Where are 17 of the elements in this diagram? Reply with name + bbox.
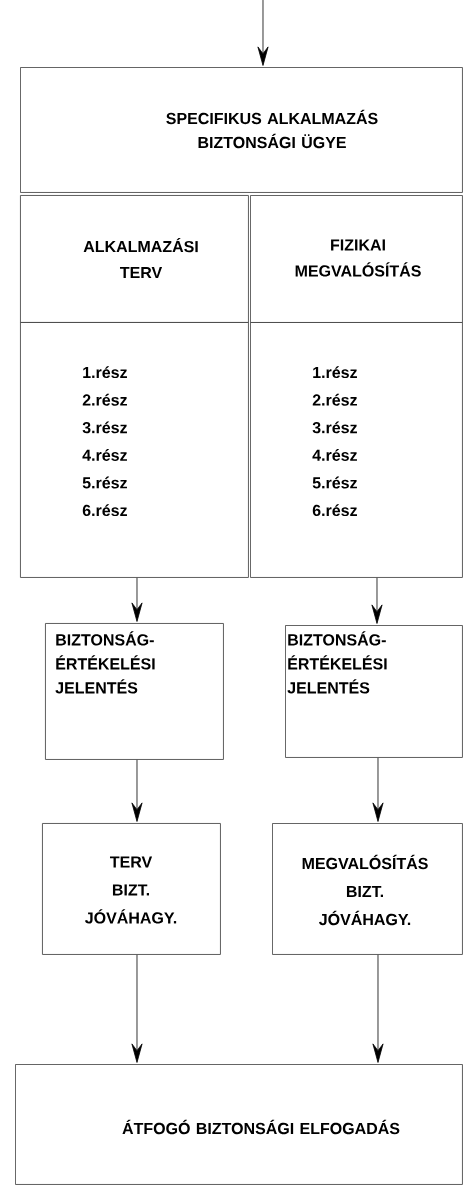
arrow xyxy=(131,954,143,1063)
heading-box: FIZIKAI MEGVALÓSÍTÁS xyxy=(250,195,463,323)
process-box: TERV BIZT. JÓVÁHAGY. xyxy=(42,823,221,955)
heading-box: ALKALMAZÁSI TERV xyxy=(20,195,249,323)
arrow xyxy=(372,954,384,1063)
list-box: 1.rész 2.rész 3.rész 4.rész 5.rész 6.rész xyxy=(20,322,249,578)
process-box: BIZTONSÁG- ÉRTÉKELÉSI JELENTÉS xyxy=(285,625,463,758)
title-box: SPECIFIKUS ALKALMAZÁS BIZTONSÁGI ÜGYE xyxy=(20,67,463,193)
process-box: ÁTFOGÓ BIZTONSÁGI ELFOGADÁS xyxy=(15,1064,463,1185)
process-box: MEGVALÓSÍTÁS BIZT. JÓVÁHAGY. xyxy=(272,823,463,955)
list-box: 1.rész 2.rész 3.rész 4.rész 5.rész 6.rész xyxy=(250,322,463,578)
arrow xyxy=(131,759,143,822)
arrow xyxy=(257,0,269,66)
process-box: BIZTONSÁG- ÉRTÉKELÉSI JELENTÉS xyxy=(45,623,224,760)
arrow xyxy=(372,757,384,822)
arrow xyxy=(131,577,143,622)
arrow xyxy=(371,577,383,624)
